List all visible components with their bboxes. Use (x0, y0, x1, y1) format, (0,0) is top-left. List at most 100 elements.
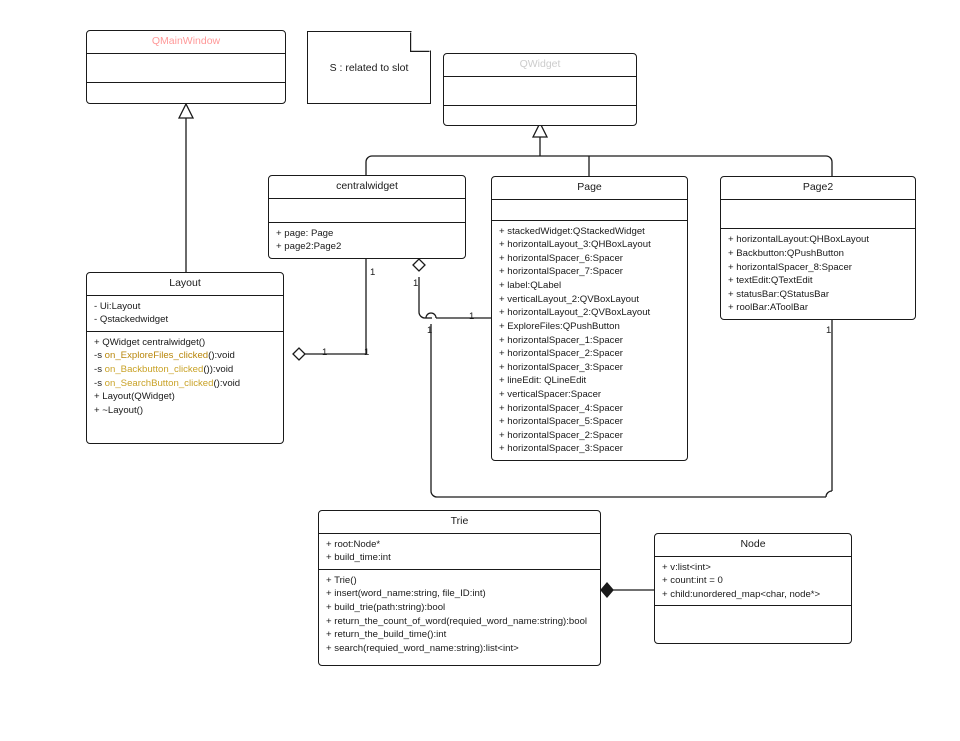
class-ops-qmainwindow (87, 83, 285, 103)
class-box-layout[interactable]: Layout - Ui:Layout - Qstackedwidget + QW… (86, 272, 284, 444)
member-row: + v:list<int> (662, 561, 711, 573)
class-attrs-qwidget (444, 77, 636, 106)
multiplicity-label: 1 (427, 325, 433, 336)
member-row-slot: -s on_Backbutton_clicked()):void (94, 363, 276, 377)
multiplicity-label: 1 (370, 267, 376, 278)
slot-suffix: ()):void (203, 363, 234, 375)
member-row: - Ui:Layout (94, 300, 141, 312)
class-ops-node (655, 606, 851, 643)
member-row: + horizontalSpacer_1:Spacer (499, 334, 623, 346)
member-row: + return_the_count_of_word(requied_word_… (326, 615, 588, 627)
member-row: + build_trie(path:string):bool (326, 601, 446, 613)
member-row: + horizontalSpacer_5:Spacer (499, 416, 623, 428)
slot-prefix: -s (94, 363, 105, 375)
member-row: + ExploreFiles:QPushButton (499, 320, 620, 332)
member-row: + ~Layout() (94, 404, 144, 416)
class-box-centralwidget[interactable]: centralwidget + page: Page + page2:Page2 (268, 175, 466, 259)
class-box-node[interactable]: Node + v:list<int> + count:int = 0 + chi… (654, 533, 852, 644)
member-row: + roolBar:AToolBar (728, 302, 809, 314)
slot-name: on_Backbutton_clicked (104, 363, 204, 375)
member-row: + Backbutton:QPushButton (728, 247, 845, 259)
member-row: + horizontalSpacer_4:Spacer (499, 402, 623, 414)
member-row: + label:QLabel (499, 280, 562, 292)
class-ops-centralwidget: + page: Page + page2:Page2 (269, 223, 465, 258)
member-row: + return_the_build_time():int (326, 629, 447, 641)
member-row-slot: -s on_SearchButton_clicked():void (94, 377, 276, 391)
multiplicity-label: 1 (413, 278, 419, 289)
member-row: + horizontalSpacer_3:Spacer (499, 361, 623, 373)
edge-page-trie-corner-l (430, 490, 438, 498)
multiplicity-label: 1 (826, 325, 832, 336)
note-fold-icon (410, 32, 430, 52)
class-attrs-node: + v:list<int> + count:int = 0 + child:un… (655, 557, 851, 607)
multiplicity-label: 1 (322, 347, 328, 358)
class-box-qmainwindow[interactable]: QMainWindow (86, 30, 286, 104)
class-title-qwidget: QWidget (444, 54, 636, 77)
member-row: + horizontalLayout_2:QVBoxLayout (499, 307, 651, 319)
member-row: + horizontalLayout_3:QHBoxLayout (499, 239, 651, 251)
class-box-page2[interactable]: Page2 + horizontalLayout:QHBoxLayout + B… (720, 176, 916, 320)
member-row: + verticalSpacer:Spacer (499, 388, 602, 400)
slot-suffix: ():void (213, 377, 241, 389)
class-ops-page2: + horizontalLayout:QHBoxLayout + Backbut… (721, 229, 915, 319)
member-row: + horizontalSpacer_7:Spacer (499, 266, 623, 278)
member-row: + stackedWidget:QStackedWidget (499, 225, 645, 237)
multiplicity-label: 1 (469, 311, 475, 322)
class-title-node: Node (655, 534, 851, 557)
member-row: + Trie() (326, 574, 357, 586)
member-row: + textEdit:QTextEdit (728, 275, 813, 287)
member-row: + horizontalSpacer_8:Spacer (728, 261, 852, 273)
class-attrs-qmainwindow (87, 54, 285, 83)
member-row: + Layout(QWidget) (94, 391, 175, 403)
edge-line-jump-arc (425, 312, 437, 319)
member-row: + QWidget centralwidget() (94, 336, 206, 348)
member-row: + page2:Page2 (276, 241, 342, 253)
note-text: S : related to slot (329, 61, 409, 74)
member-row: + child:unordered_map<char, node*> (662, 588, 821, 600)
class-ops-trie: + Trie() + insert(word_name:string, file… (319, 570, 600, 665)
class-title-layout: Layout (87, 273, 283, 296)
class-title-page2: Page2 (721, 177, 915, 200)
member-row: + horizontalSpacer_3:Spacer (499, 443, 623, 455)
class-title-trie: Trie (319, 511, 600, 534)
class-attrs-page2 (721, 200, 915, 230)
edge-bus-corner-right (825, 155, 833, 163)
slot-name: on_SearchButton_clicked (104, 377, 214, 389)
class-attrs-trie: + root:Node* + build_time:int (319, 534, 600, 570)
diamond-aggregation-layout (292, 347, 306, 361)
member-row: + count:int = 0 (662, 575, 723, 587)
edge-bus-corner-left (365, 155, 373, 163)
class-attrs-page (492, 200, 687, 221)
member-row: + search(requied_word_name:string):list<… (326, 642, 519, 654)
note-box: S : related to slot (307, 31, 431, 104)
member-row: + horizontalSpacer_2:Spacer (499, 429, 623, 441)
class-box-page[interactable]: Page + stackedWidget:QStackedWidget + ho… (491, 176, 688, 461)
member-row: + lineEdit: QLineEdit (499, 375, 587, 387)
class-attrs-layout: - Ui:Layout - Qstackedwidget (87, 296, 283, 332)
slot-prefix: -s (94, 350, 105, 362)
member-row: + horizontalSpacer_6:Spacer (499, 252, 623, 264)
member-row: + root:Node* (326, 538, 381, 550)
class-box-qwidget[interactable]: QWidget (443, 53, 637, 126)
slot-name: on_ExploreFiles_clicked (104, 350, 209, 362)
class-ops-page: + stackedWidget:QStackedWidget + horizon… (492, 221, 687, 460)
slot-suffix: ():void (208, 350, 235, 362)
triangle-qmainwindow (177, 102, 195, 119)
member-row-slot: -s on_ExploreFiles_clicked():void (94, 349, 276, 363)
class-ops-layout: + QWidget centralwidget() -s on_ExploreF… (87, 332, 283, 443)
member-row: + build_time:int (326, 552, 391, 564)
class-title-centralwidget: centralwidget (269, 176, 465, 199)
multiplicity-label: 1 (364, 347, 370, 358)
class-box-trie[interactable]: Trie + root:Node* + build_time:int + Tri… (318, 510, 601, 666)
member-row: + page: Page (276, 227, 334, 239)
slot-prefix: -s (94, 377, 105, 389)
class-ops-qwidget (444, 106, 636, 125)
edge-page2-trie-corner-r (825, 490, 833, 498)
member-row: + insert(word_name:string, file_ID:int) (326, 588, 486, 600)
class-title-qmainwindow: QMainWindow (87, 31, 285, 54)
member-row: - Qstackedwidget (94, 314, 169, 326)
class-title-page: Page (492, 177, 687, 200)
member-row: + verticalLayout_2:QVBoxLayout (499, 293, 639, 305)
class-attrs-centralwidget (269, 199, 465, 223)
